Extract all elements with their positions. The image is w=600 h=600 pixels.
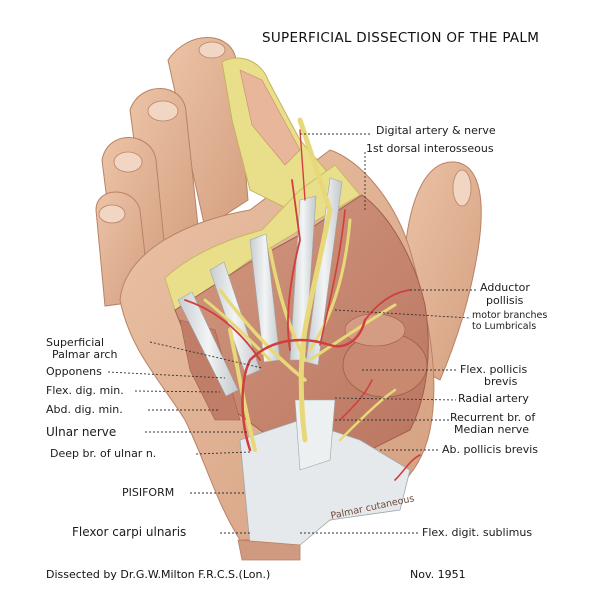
label-flex-digit-sublimus: Flex. digit. sublimus (422, 526, 533, 539)
nerves (203, 117, 397, 452)
label-ab-pollicis-brevis: Ab. pollicis brevis (442, 443, 539, 456)
label-deep-br-ulnar: Deep br. of ulnar n. (50, 447, 157, 460)
credit-line: Dissected by Dr.G.W.Milton F.R.C.S.(Lon.… (46, 568, 271, 581)
label-pollisis: pollisis (486, 294, 524, 307)
label-motor-branches: motor branches (472, 310, 548, 321)
label-to-lumbricals: to Lumbricals (472, 321, 537, 332)
label-radial-artery: Radial artery (458, 392, 529, 405)
label-adductor: Adductor (480, 281, 530, 294)
date-line: Nov. 1951 (410, 568, 466, 581)
label-superficial: Superficial (46, 336, 105, 349)
label-opponens: Opponens (46, 365, 102, 378)
arteries (184, 129, 421, 481)
label-palmar-arch: Palmar arch (52, 348, 118, 361)
figure-title: SUPERFICIAL DISSECTION OF THE PALM (262, 30, 540, 46)
label-pisiform: PISIFORM (122, 486, 175, 499)
label-flex-dig-min: Flex. dig. min. (46, 384, 124, 397)
label-digital-artery-nerve: Digital artery & nerve (376, 124, 496, 137)
label-first-dorsal-interosseous: 1st dorsal interosseous (366, 142, 494, 155)
label-ulnar-nerve: Ulnar nerve (46, 425, 117, 439)
label-recurrent-br: Recurrent br. of (450, 411, 536, 424)
label-flexor-carpi-ulnaris: Flexor carpi ulnaris (72, 525, 187, 539)
label-abd-dig-min: Abd. dig. min. (46, 403, 123, 416)
label-flex-pollicis: Flex. pollicis (460, 363, 528, 376)
label-brevis: brevis (484, 375, 518, 388)
leader-lines (107, 133, 478, 534)
label-median-nerve: Median nerve (454, 423, 530, 436)
